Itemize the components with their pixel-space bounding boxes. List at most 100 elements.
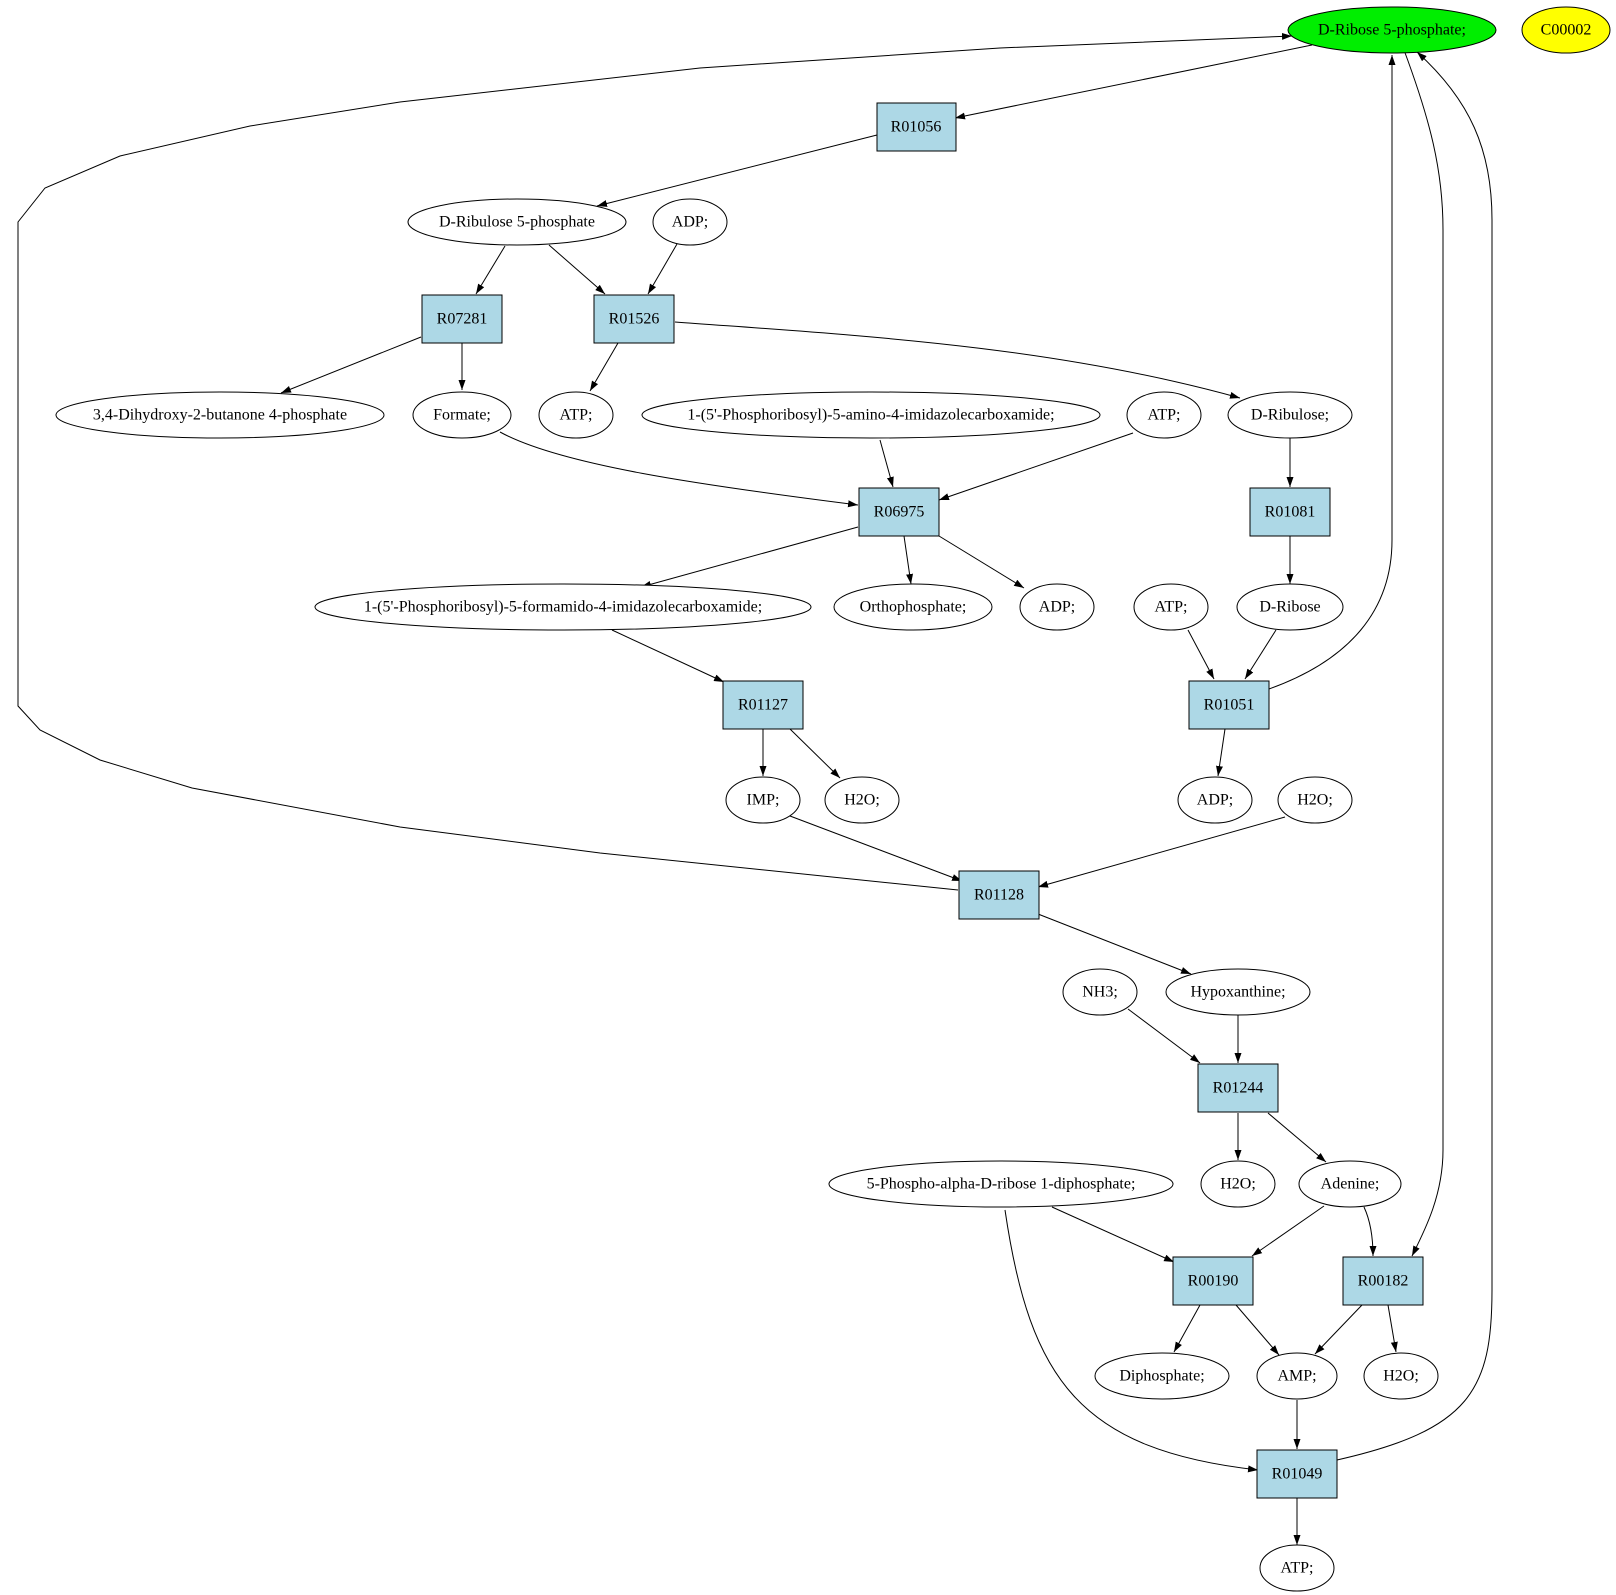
compound-node-h2o-2[interactable]: H2O; <box>1277 776 1353 824</box>
edge-atp3-to-r01051 <box>1187 629 1215 680</box>
edge-r06975-to-adp2 <box>938 535 1025 589</box>
compound-node-d-ribulose[interactable]: D-Ribulose; <box>1227 391 1353 439</box>
edge-h2o2-to-r01128 <box>1037 816 1286 888</box>
edge-r06975-to-faicar <box>640 526 859 588</box>
reaction-node-r01081[interactable]: R01081 <box>1249 487 1331 537</box>
edge-r00190-to-amp <box>1235 1304 1280 1356</box>
edge-r01128-to-ribose5p <box>17 32 1293 891</box>
edge-ribulose5p-to-r07281 <box>475 245 506 295</box>
compound-node-adp-3[interactable]: ADP; <box>1177 776 1253 824</box>
compound-node-faicar[interactable]: 1-(5'-Phosphoribosyl)-5-formamido-4-imid… <box>314 583 812 631</box>
compound-label: Hypoxanthine; <box>1190 984 1285 1001</box>
edge-r01128-to-hypoxanthine <box>1037 913 1192 975</box>
edge-prpp-to-r00190 <box>1051 1206 1175 1263</box>
compound-node-formate[interactable]: Formate; <box>412 391 512 439</box>
compound-label: AMP; <box>1277 1368 1316 1385</box>
compound-node-h2o-4[interactable]: H2O; <box>1363 1352 1439 1400</box>
reaction-label: R01081 <box>1265 504 1316 521</box>
compound-node-d-ribulose-5-phosphate[interactable]: D-Ribulose 5-phosphate <box>407 198 627 246</box>
compound-node-adenine[interactable]: Adenine; <box>1298 1160 1402 1208</box>
reaction-node-r01051[interactable]: R01051 <box>1188 680 1270 730</box>
compound-label: D-Ribulose; <box>1251 407 1329 424</box>
edge-nh3-to-r01244 <box>1127 1008 1201 1064</box>
compound-node-amp[interactable]: AMP; <box>1256 1352 1338 1400</box>
compound-node-adp-1[interactable]: ADP; <box>652 198 728 246</box>
edge-r01051-to-ribose5p <box>1268 55 1396 690</box>
compound-node-atp-2[interactable]: ATP; <box>1126 391 1202 439</box>
reaction-node-r06975[interactable]: R06975 <box>858 487 940 537</box>
compound-node-prpp[interactable]: 5-Phospho-alpha-D-ribose 1-diphosphate; <box>828 1160 1174 1208</box>
edge-imp-to-r01128 <box>789 815 963 882</box>
edge-ribose-to-r01051 <box>1244 629 1277 680</box>
compound-node-atp-3[interactable]: ATP; <box>1133 583 1209 631</box>
edge-r01526-to-ribulose <box>674 321 1241 399</box>
compound-label: D-Ribose 5-phosphate; <box>1318 22 1466 39</box>
compound-label: 1-(5'-Phosphoribosyl)-5-formamido-4-imid… <box>364 599 762 616</box>
compound-node-h2o-1[interactable]: H2O; <box>824 776 900 824</box>
compound-label: H2O; <box>1383 1368 1419 1385</box>
edge-r00182-to-amp <box>1314 1304 1363 1355</box>
edge-formate-to-r06975 <box>499 431 859 508</box>
compound-label: Orthophosphate; <box>860 599 967 616</box>
reaction-node-r01049[interactable]: R01049 <box>1256 1449 1338 1499</box>
edge-r00190-to-diphosphate <box>1173 1304 1201 1353</box>
reaction-node-r07281[interactable]: R07281 <box>421 294 503 344</box>
compound-label: Adenine; <box>1321 1176 1380 1193</box>
compound-node-h2o-3[interactable]: H2O; <box>1200 1160 1276 1208</box>
compound-label: H2O; <box>844 792 880 809</box>
reaction-label: R07281 <box>437 311 488 328</box>
edge-atp2-to-r06975 <box>938 432 1134 501</box>
edge-adenine-to-r00190 <box>1251 1205 1325 1257</box>
reaction-node-r01056[interactable]: R01056 <box>876 102 957 152</box>
edge-r01049-to-ribose5p <box>1336 51 1493 1461</box>
compound-node-d-ribose-5-phosphate[interactable]: D-Ribose 5-phosphate; <box>1287 6 1497 54</box>
compound-label: D-Ribulose 5-phosphate <box>439 214 595 231</box>
compound-node-orthophosphate[interactable]: Orthophosphate; <box>833 583 993 631</box>
compound-node-dihydroxy-butanone-phosphate[interactable]: 3,4-Dihydroxy-2-butanone 4-phosphate <box>55 391 385 439</box>
reaction-node-r01244[interactable]: R01244 <box>1197 1063 1279 1113</box>
edge-r06975-to-orthophosphate <box>903 535 914 585</box>
compound-node-imp[interactable]: IMP; <box>725 776 801 824</box>
reaction-label: R01049 <box>1272 1466 1323 1483</box>
compound-label: ADP; <box>1197 792 1233 809</box>
reaction-label: R00182 <box>1358 1273 1409 1290</box>
reaction-node-r01128[interactable]: R01128 <box>958 870 1040 920</box>
edge-aicar-to-r06975 <box>879 439 894 488</box>
compound-node-hypoxanthine[interactable]: Hypoxanthine; <box>1165 968 1311 1016</box>
reaction-node-r00182[interactable]: R00182 <box>1342 1256 1424 1306</box>
compound-label: 3,4-Dihydroxy-2-butanone 4-phosphate <box>93 407 347 424</box>
reaction-label: R01127 <box>738 697 788 714</box>
compound-node-adp-2[interactable]: ADP; <box>1019 583 1095 631</box>
compound-label: D-Ribose <box>1259 599 1320 616</box>
reaction-node-r00190[interactable]: R00190 <box>1172 1256 1254 1306</box>
edge-faicar-to-r01127 <box>611 629 725 683</box>
reaction-node-r01127[interactable]: R01127 <box>722 680 804 730</box>
compound-label: NH3; <box>1082 984 1118 1001</box>
compound-label: C00002 <box>1541 22 1592 39</box>
compound-node-nh3[interactable]: NH3; <box>1062 968 1138 1016</box>
edge-r01127-to-h2o1 <box>789 728 841 779</box>
compound-node-aicar[interactable]: 1-(5'-Phosphoribosyl)-5-amino-4-imidazol… <box>641 391 1101 439</box>
reaction-label: R01128 <box>974 887 1024 904</box>
compound-node-atp-4[interactable]: ATP; <box>1259 1544 1335 1592</box>
edges <box>17 32 1493 1545</box>
compound-node-d-ribose[interactable]: D-Ribose <box>1236 583 1344 631</box>
edge-r01051-to-adp3 <box>1216 728 1226 777</box>
compound-label: ATP; <box>1148 407 1181 424</box>
edge-prpp-to-r01049 <box>1004 1209 1259 1473</box>
compound-node-atp-1[interactable]: ATP; <box>538 391 614 439</box>
compound-label: 1-(5'-Phosphoribosyl)-5-amino-4-imidazol… <box>687 407 1054 424</box>
edge-ribulose5p-to-r01526 <box>548 244 606 295</box>
compound-label: ATP; <box>560 407 593 424</box>
compound-node-diphosphate[interactable]: Diphosphate; <box>1094 1352 1230 1400</box>
compound-label: ADP; <box>1039 599 1075 616</box>
edge-r01526-to-atp1 <box>589 342 619 392</box>
reaction-label: R06975 <box>874 504 925 521</box>
compound-label: ATP; <box>1155 599 1188 616</box>
compound-label: IMP; <box>747 792 780 809</box>
compound-node-c00002[interactable]: C00002 <box>1521 6 1611 54</box>
reaction-node-r01526[interactable]: R01526 <box>593 294 675 344</box>
reaction-label: R01051 <box>1204 697 1255 714</box>
reaction-label: R00190 <box>1188 1273 1239 1290</box>
compound-label: H2O; <box>1220 1176 1256 1193</box>
